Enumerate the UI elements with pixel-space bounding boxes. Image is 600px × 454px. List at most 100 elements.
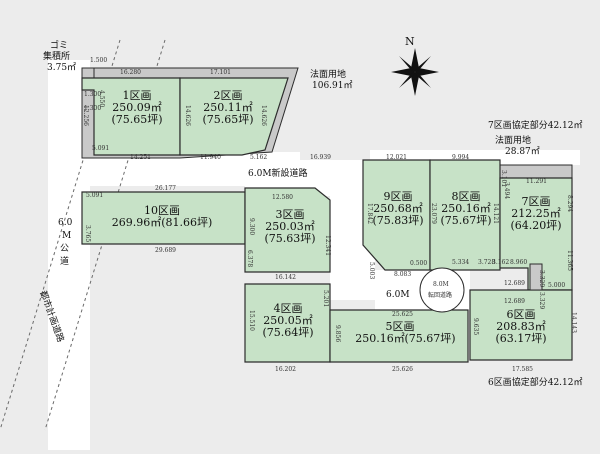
lot-8-name: 8区画 [452,190,481,203]
dim-9-bottom: 8.083 [394,271,411,278]
dim-7-left: 3.494 [503,182,510,199]
note-lot7: 7区画協定部分42.12㎡ [488,119,583,131]
lot-5-name: 5区画 [386,320,415,333]
dim-9-top: 12.021 [386,154,407,161]
dim-3-top: 12.580 [272,194,293,201]
dim-5-top: 25.625 [392,311,413,318]
dim-8-right: 14.121 [492,203,499,224]
lot-9 [362,159,431,271]
lot-9-tsubo: (75.83坪) [372,214,423,227]
north-label: N [405,35,415,48]
road-6m-label: 6.0M [386,290,410,300]
lot-6-area: 208.83㎡ [496,320,546,333]
lot-8-area: 250.16㎡ [441,202,491,215]
dim-bottom-2: 11.940 [200,154,221,161]
dim-7-right-low: 11.365 [566,250,573,271]
turning-label-1: 8.0M [433,281,449,288]
dim-10-left: 3.765 [84,225,91,242]
dim-7-top: 11.291 [526,178,547,185]
lot-10-name: 10区画 [144,204,180,217]
slope-land-right [499,164,573,179]
new-road-main [82,160,370,196]
public-road-label-3: 公 [60,243,69,254]
lot-7-area: 212.25㎡ [511,207,561,220]
dim-5-left: 9.856 [334,325,341,342]
dim-road-top: 16.939 [310,154,331,161]
dim-6-corner: 5.000 [548,282,565,289]
lot-7-name: 7区画 [522,195,551,208]
lot-5 [329,309,469,363]
garbage-label-1: ゴミ [50,39,68,51]
lot-1-area: 250.09㎡ [112,101,162,114]
note-lot6: 6区画協定部分42.12㎡ [488,376,583,388]
lot-2 [179,77,289,156]
dim-6-left: 9.635 [472,318,479,335]
dim-9-left: 17.842 [366,203,373,224]
lot-4-area: 250.05㎡ [263,314,313,327]
public-road [48,60,90,450]
dim-6-bottom: 17.585 [512,366,533,373]
lot-5-tsubo: (75.67坪) [404,332,455,345]
dim-1-left: 12.256 [82,105,89,126]
lot-3-tsubo: (75.63坪) [264,232,315,245]
garbage-label-3: 3.75㎡ [47,62,76,73]
dim-10-top: 26.177 [155,185,176,192]
dim-6-top: 12.689 [504,280,525,287]
lot-5-area: 250.16㎡ [355,332,405,345]
lot-9-name: 9区画 [384,190,413,203]
lot-3 [244,187,331,273]
lot-1-tsubo: (75.65坪) [111,113,162,126]
dim-7-right: 8.294 [566,195,573,212]
dim-10-corner: 5.091 [86,192,103,199]
dim-4-right: 5.201 [322,290,329,307]
lot-7-tsubo: (64.20坪) [510,219,561,232]
slope-top-label-1: 法面用地 [310,68,346,80]
lots [81,77,573,363]
public-road-label-2: M [62,231,71,241]
lot-8 [429,159,501,271]
lot-8-tsubo: (75.67坪) [440,214,491,227]
lot-1-name: 1区画 [123,89,152,102]
lot-4-tsubo: (75.64坪) [262,326,313,339]
lot-10-area-tsubo: 269.96㎡(81.66坪) [112,216,213,229]
dim-1-side: 4.550 [98,90,105,107]
lot-2-name: 2区画 [214,89,243,102]
turning-label-2: 転回道路 [428,291,452,299]
public-road-label-4: 道 [60,255,69,267]
lot-3-area: 250.03㎡ [265,220,315,233]
compass-icon [391,48,439,96]
lot-labels: 1区画 250.09㎡ (75.65坪) 2区画 250.11㎡ (75.65坪… [111,89,561,345]
dim-8-bottom: 5.334 [452,259,469,266]
dim-10-bottom: 29.689 [155,247,176,254]
lot-2-area: 250.11㎡ [203,101,253,114]
dim-6-strip-1: 3.329 [538,270,545,287]
dim-3-left: 9.300 [248,218,255,235]
lot-2-tsubo: (75.65坪) [202,113,253,126]
slope-right-label-1: 法面用地 [495,134,531,146]
dim-2-right: 14.626 [260,105,267,126]
dim-6-top-2: 12.689 [504,298,525,305]
turning-circle [419,267,465,313]
dim-5-bottom: 25.626 [392,366,413,373]
lot-3-name: 3区画 [276,208,305,221]
dim-6-strip-2: 3.329 [538,292,545,309]
dimension-labels: 1.500 16.280 17.101 4.550 1.300 12.256 1… [82,57,577,373]
dim-3-left-low: 6.378 [246,250,253,267]
garbage-label-2: 集積所 [43,50,70,62]
dim-top-1: 1.500 [90,57,107,64]
dim-7-offset: 3.101 [500,170,507,187]
dim-bottom-2b: 5.162 [250,154,267,161]
slope-top-label-2: 106.91㎡ [312,80,353,91]
lot-4-name: 4区画 [274,302,303,315]
dim-8-left: 23.079 [430,203,437,224]
dim-8-corner: 3.162 [492,259,509,266]
dim-bottom-1a: 5.091 [92,145,109,152]
dim-8-small: 3.728 [478,259,495,266]
dim-7-bottom: 8.960 [510,259,527,266]
dim-4-left: 15.510 [248,310,255,331]
dim-1-2-mid: 14.626 [184,105,191,126]
dim-4-bottom: 16.202 [275,366,296,373]
dim-1-offset: 1.300 [84,91,101,98]
dim-top-2: 16.280 [120,69,141,76]
